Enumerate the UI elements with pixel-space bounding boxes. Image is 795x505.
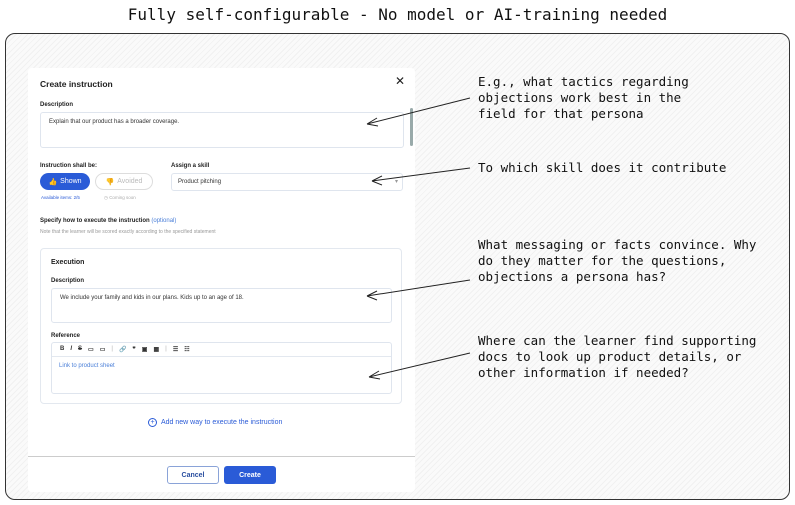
arrow-reference (368, 352, 471, 380)
add-execution-label: Add new way to execute the instruction (161, 419, 283, 426)
embed-icon[interactable]: ▣ (141, 347, 148, 353)
specify-text: Specify how to execute the instruction (40, 218, 150, 224)
cancel-button[interactable]: Cancel (167, 466, 219, 484)
modal-title: Create instruction (40, 79, 113, 89)
clock-icon: ◷ (104, 195, 110, 200)
execution-card: Execution Description We include your fa… (40, 248, 402, 404)
divider: | (111, 346, 114, 352)
bullet-list-icon[interactable]: ☰ (172, 347, 179, 353)
reference-editor[interactable]: B I S ▭ ▭ | 🔗 ❞ ▣ ▦ | ☰ ☷ Link to produc… (51, 342, 392, 394)
reference-label: Reference (51, 333, 81, 339)
plus-circle-icon: + (148, 418, 157, 427)
add-execution-button[interactable]: + Add new way to execute the instruction (148, 418, 282, 427)
bold-icon[interactable]: B (60, 346, 65, 352)
link-icon[interactable]: 🔗 (119, 347, 127, 353)
coming-soon-label: Coming soon (109, 195, 136, 200)
annotation-reference: Where can the learner find supporting do… (478, 333, 757, 380)
description-input[interactable]: Explain that our product has a broader c… (40, 112, 404, 148)
thumbs-down-icon: 👎 (105, 178, 115, 186)
avoided-label: Avoided (117, 178, 143, 185)
arrow-skill (371, 167, 471, 186)
coming-soon: ◷ Coming soon (104, 195, 136, 201)
execution-description-input[interactable]: We include your family and kids in our p… (51, 288, 392, 323)
quote-icon[interactable]: ❞ (132, 347, 136, 353)
table-icon[interactable]: ▦ (153, 347, 160, 353)
scrollbar[interactable] (410, 108, 413, 146)
product-sheet-link[interactable]: Link to product sheet (59, 363, 115, 369)
optional-tag: (optional) (151, 218, 177, 224)
numbered-list-icon[interactable]: ☷ (184, 347, 190, 353)
strikethrough-icon[interactable]: S (78, 346, 83, 352)
chevron-down-icon: ▾ (394, 179, 398, 185)
available-items: Available items: 2/5 (41, 195, 80, 200)
instruction-label: Instruction shall be: (40, 163, 98, 169)
create-button[interactable]: Create (224, 466, 276, 484)
divider: | (165, 346, 167, 352)
avoided-button[interactable]: 👎Avoided (95, 173, 153, 190)
close-icon[interactable]: ✕ (395, 74, 406, 88)
editor-toolbar: B I S ▭ ▭ | 🔗 ❞ ▣ ▦ | ☰ ☷ (52, 343, 391, 357)
create-instruction-modal: Create instruction ✕ Description Explain… (28, 68, 415, 492)
heading-icon[interactable]: ▭ (88, 347, 94, 353)
footer-divider (28, 456, 415, 457)
skill-select[interactable]: Product pitching ▾ (171, 173, 403, 191)
execution-description-label: Description (51, 278, 85, 284)
thumbs-up-icon: 👍 (48, 178, 58, 186)
arrow-description (366, 97, 471, 127)
annotation-description: E.g., what tactics regarding objections … (478, 74, 689, 121)
specify-label: Specify how to execute the instruction (… (40, 218, 176, 224)
execution-title: Execution (51, 259, 85, 266)
shown-button[interactable]: 👍Shown (40, 173, 90, 190)
arrow-execution (366, 279, 471, 301)
annotation-skill: To which skill does it contribute (478, 160, 727, 175)
headline: Fully self-configurable - No model or AI… (127, 5, 668, 24)
annotation-execution: What messaging or facts convince. Why do… (478, 237, 757, 284)
skill-value: Product pitching (178, 179, 222, 185)
specify-note: Note that the learner will be scored exa… (40, 229, 216, 235)
paragraph-icon[interactable]: ▭ (99, 347, 106, 353)
shown-label: Shown (60, 178, 82, 185)
skill-label: Assign a skill (171, 163, 210, 169)
italic-icon[interactable]: I (70, 346, 73, 352)
description-label: Description (40, 102, 74, 108)
